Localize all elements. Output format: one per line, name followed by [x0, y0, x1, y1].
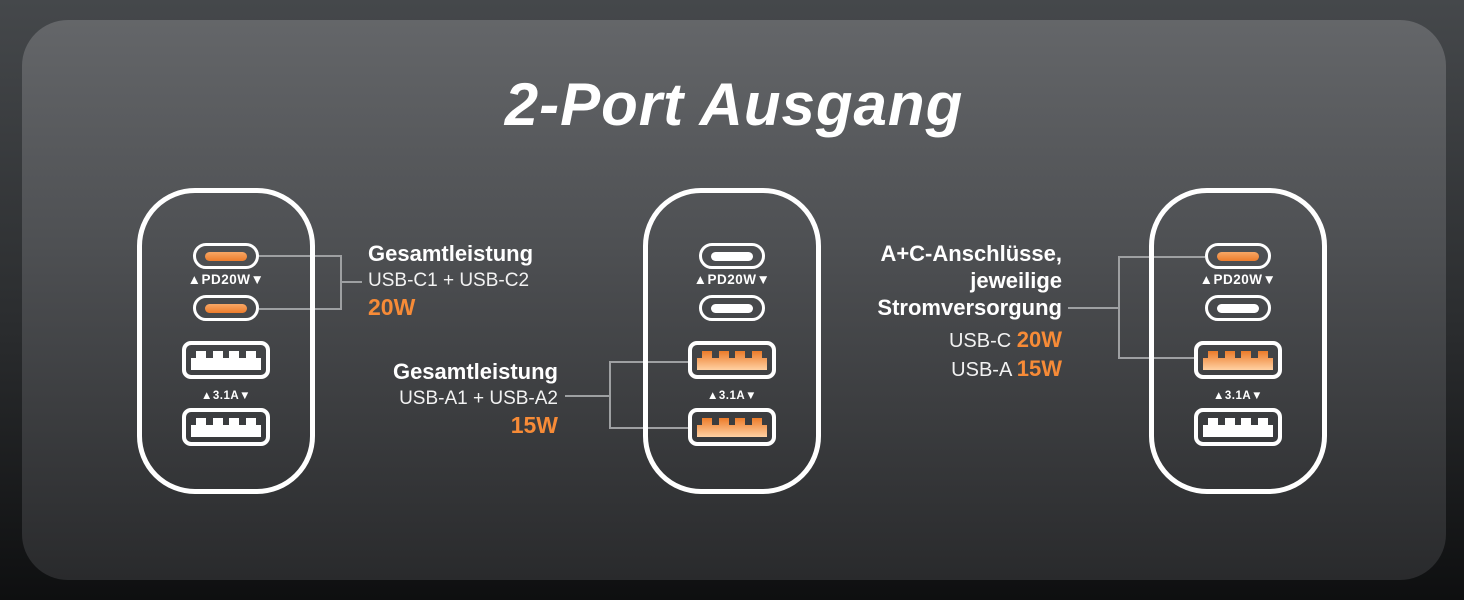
- charger-a-plus-c: ▲PD20W▼ ▲3.1A▼: [1149, 188, 1327, 494]
- port-type-label: USB-C: [948, 330, 1012, 352]
- callout-line: [1118, 357, 1194, 359]
- usb-a-pin-highlighted: [697, 417, 767, 437]
- usb-a-pin-highlighted: [1203, 350, 1273, 370]
- callout-usb-c-total: Gesamtleistung USB-C1 + USB-C2 20W: [368, 240, 533, 321]
- usb-a-port-icon: [182, 341, 270, 379]
- callout-line: [1118, 256, 1205, 258]
- callout-line: [259, 308, 342, 310]
- usb-a-pin: [191, 350, 261, 370]
- callout-line: [1118, 256, 1120, 359]
- callout-title-line: jeweilige: [970, 268, 1062, 293]
- usb-c-port-icon: [1205, 243, 1271, 269]
- usb-a-port-icon: [1194, 408, 1282, 446]
- callout-ports: USB-A1 + USB-A2: [399, 388, 558, 409]
- callout-title-line: Stromversorgung: [877, 295, 1062, 320]
- pd-rating-label: ▲PD20W▼: [693, 272, 771, 287]
- callout-title: Gesamtleistung: [392, 359, 558, 384]
- callout-value: 15W: [510, 412, 558, 438]
- usb-a-port-icon: [182, 408, 270, 446]
- usb-a-port-icon: [688, 408, 776, 446]
- usb-a-port-icon: [1194, 341, 1282, 379]
- callout-line: [609, 427, 688, 429]
- usb-a-pin: [191, 417, 261, 437]
- usb-c-pin-highlighted: [205, 251, 247, 261]
- usb-c-pin: [711, 303, 753, 313]
- callout-line: [609, 361, 688, 363]
- usb-c-port-icon: [1205, 295, 1271, 321]
- callout-title-line: A+C-Anschlüsse,: [880, 241, 1062, 266]
- amp-rating-label: ▲3.1A▼: [1212, 390, 1264, 402]
- usb-c-pin-highlighted: [205, 303, 247, 313]
- power-value: 15W: [1016, 356, 1062, 381]
- callout-power-row: USB-A 15W: [877, 355, 1062, 384]
- callout-title: Gesamtleistung: [368, 241, 534, 266]
- callout-usb-a-total: Gesamtleistung USB-A1 + USB-A2 15W: [393, 358, 558, 439]
- usb-c-port-icon: [193, 295, 259, 321]
- callout-line: [259, 255, 342, 257]
- usb-c-pin-highlighted: [1217, 251, 1259, 261]
- usb-a-pin: [1203, 417, 1273, 437]
- usb-c-pin: [711, 251, 753, 261]
- callout-line: [565, 395, 611, 397]
- callout-value: 20W: [368, 294, 416, 320]
- pd-rating-label: ▲PD20W▼: [1199, 272, 1277, 287]
- charger-dual-usb-a: ▲PD20W▼ ▲3.1A▼: [643, 188, 821, 494]
- usb-c-port-icon: [699, 243, 765, 269]
- usb-c-port-icon: [699, 295, 765, 321]
- callout-ports: USB-C1 + USB-C2: [368, 270, 530, 291]
- callout-line: [609, 361, 611, 429]
- usb-c-pin: [1217, 303, 1259, 313]
- callout-power-row: USB-C 20W: [877, 326, 1062, 355]
- usb-a-port-icon: [688, 341, 776, 379]
- callout-a-plus-c: A+C-Anschlüsse, jeweilige Stromversorgun…: [877, 240, 1062, 384]
- amp-rating-label: ▲3.1A▼: [706, 390, 758, 402]
- page-title: 2-Port Ausgang: [504, 71, 964, 138]
- usb-a-pin-highlighted: [697, 350, 767, 370]
- pd-rating-label: ▲PD20W▼: [187, 272, 265, 287]
- charger-dual-usb-c: ▲PD20W▼ ▲3.1A▼: [137, 188, 315, 494]
- callout-line: [1068, 307, 1120, 309]
- usb-c-port-icon: [193, 243, 259, 269]
- callout-line: [340, 281, 362, 283]
- amp-rating-label: ▲3.1A▼: [200, 390, 252, 402]
- port-type-label: USB-A: [951, 359, 1012, 381]
- power-value: 20W: [1016, 327, 1062, 352]
